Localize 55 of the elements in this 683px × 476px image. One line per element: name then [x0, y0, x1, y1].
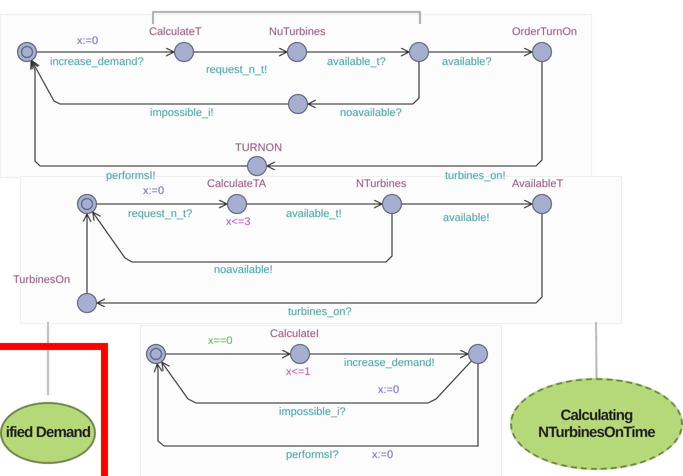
edge-label: performsI!	[106, 170, 156, 183]
location-name: NuTurbines	[269, 26, 326, 39]
edge-label: impossible_i?	[279, 406, 346, 419]
location-name: OrderTurnOn	[512, 26, 578, 39]
edge-label: request_n_t?	[128, 208, 192, 221]
location-name: CalculateTA	[207, 178, 266, 191]
assignment-label: x:=0	[372, 449, 394, 462]
transition-arrow	[30, 60, 247, 167]
edge-label: noavailable!	[214, 264, 273, 277]
highlight-box	[0, 343, 108, 476]
location-name: CalculateT	[149, 26, 202, 39]
edge-label: increase_demand!	[344, 357, 435, 370]
edge-label: available?	[442, 56, 492, 69]
edge-label: available_t?	[327, 56, 386, 69]
edge-label: noavailable?	[340, 107, 402, 120]
edge-label: impossible_i!	[150, 107, 214, 120]
location-name: NTurbines	[356, 178, 406, 191]
transition-arrow	[92, 212, 393, 263]
edge-label: turbines_on?	[288, 306, 352, 319]
location-name: AvailableT	[512, 178, 564, 191]
location-name: TurbinesOn	[13, 274, 70, 287]
tree-line	[595, 322, 598, 378]
edge-label: increase_demand?	[50, 56, 144, 69]
transition-arrow	[429, 47, 533, 57]
edge-label: available_t!	[286, 208, 342, 221]
location-name: CalculateI	[270, 328, 319, 341]
ellipse-label: Calculating NTurbinesOnTime	[537, 406, 656, 442]
assignment-label: x:=0	[77, 35, 98, 48]
invariant-label: x<=3	[226, 216, 250, 229]
transition-arrow	[166, 349, 291, 359]
edge-label: turbines_on!	[445, 170, 506, 183]
transition-arrow	[247, 199, 383, 209]
transition-arrow	[97, 199, 228, 209]
edge-label: request_n_t!	[206, 64, 268, 77]
edge-label: x==0	[208, 335, 232, 348]
transition-arrow	[194, 47, 288, 57]
assignment-label: x:=0	[378, 384, 400, 397]
invariant-label: x<=1	[286, 366, 310, 379]
transition-arrow	[96, 214, 543, 308]
edge-label: available!	[443, 212, 490, 225]
transition-arrow	[402, 199, 533, 209]
transition-arrow	[266, 62, 543, 171]
location-name: TURNON	[235, 142, 282, 155]
transition-arrow	[82, 213, 92, 293]
transition-arrow	[310, 349, 469, 359]
transition-arrow	[307, 47, 410, 57]
transition-arrow	[37, 47, 175, 57]
transition-arrow	[31, 60, 288, 105]
ellipse-label: ified Demand	[6, 424, 90, 442]
transition-arrow	[307, 62, 420, 109]
tree-line	[47, 322, 49, 395]
edge-label: performsI?	[286, 449, 339, 462]
transition-arrow	[154, 363, 479, 447]
assignment-label: x:=0	[143, 185, 164, 198]
transition-arrow	[161, 360, 472, 404]
